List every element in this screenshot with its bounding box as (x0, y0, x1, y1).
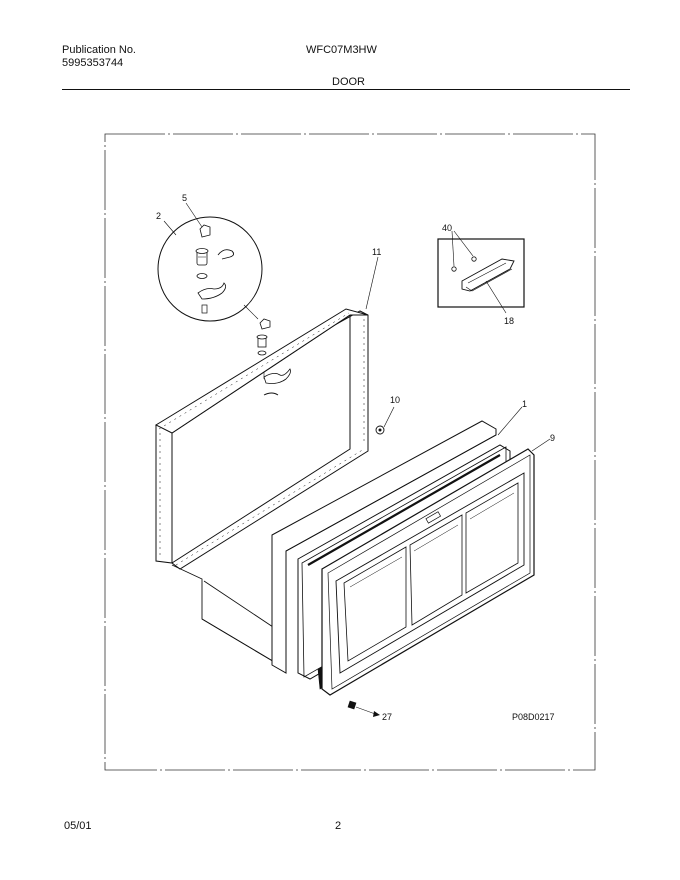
callout-5: 5 (182, 193, 187, 203)
exploded-parts-diagram: 2 5 11 40 18 10 1 9 27 P08D0217 (104, 133, 596, 771)
callout-40: 40 (442, 223, 452, 233)
model-number: WFC07M3HW (306, 44, 377, 56)
publication-number: 5995353744 (62, 57, 124, 69)
drawing-code: P08D0217 (512, 712, 555, 722)
hinge-assembly (256, 318, 291, 396)
door-inner-liner (321, 438, 551, 696)
callout-18: 18 (504, 316, 514, 326)
footer-date: 05/01 (64, 820, 92, 832)
callout-10: 10 (390, 395, 400, 405)
header-rule (62, 89, 630, 90)
callout-2: 2 (156, 211, 161, 221)
screw-part-27 (347, 700, 380, 717)
callout-9: 9 (550, 433, 555, 443)
diagram-frame (104, 133, 596, 771)
handle-detail-box (437, 230, 525, 314)
callout-1: 1 (522, 399, 527, 409)
screw-part-10 (375, 406, 395, 435)
callout-27: 27 (382, 712, 392, 722)
door-liner-back (171, 564, 277, 664)
section-title: DOOR (332, 76, 365, 88)
hinge-detail-circle (157, 202, 263, 322)
page-number: 2 (335, 820, 342, 832)
door-gasket (154, 256, 379, 570)
callout-11: 11 (372, 247, 381, 257)
publication-label: Publication No. (62, 44, 136, 56)
